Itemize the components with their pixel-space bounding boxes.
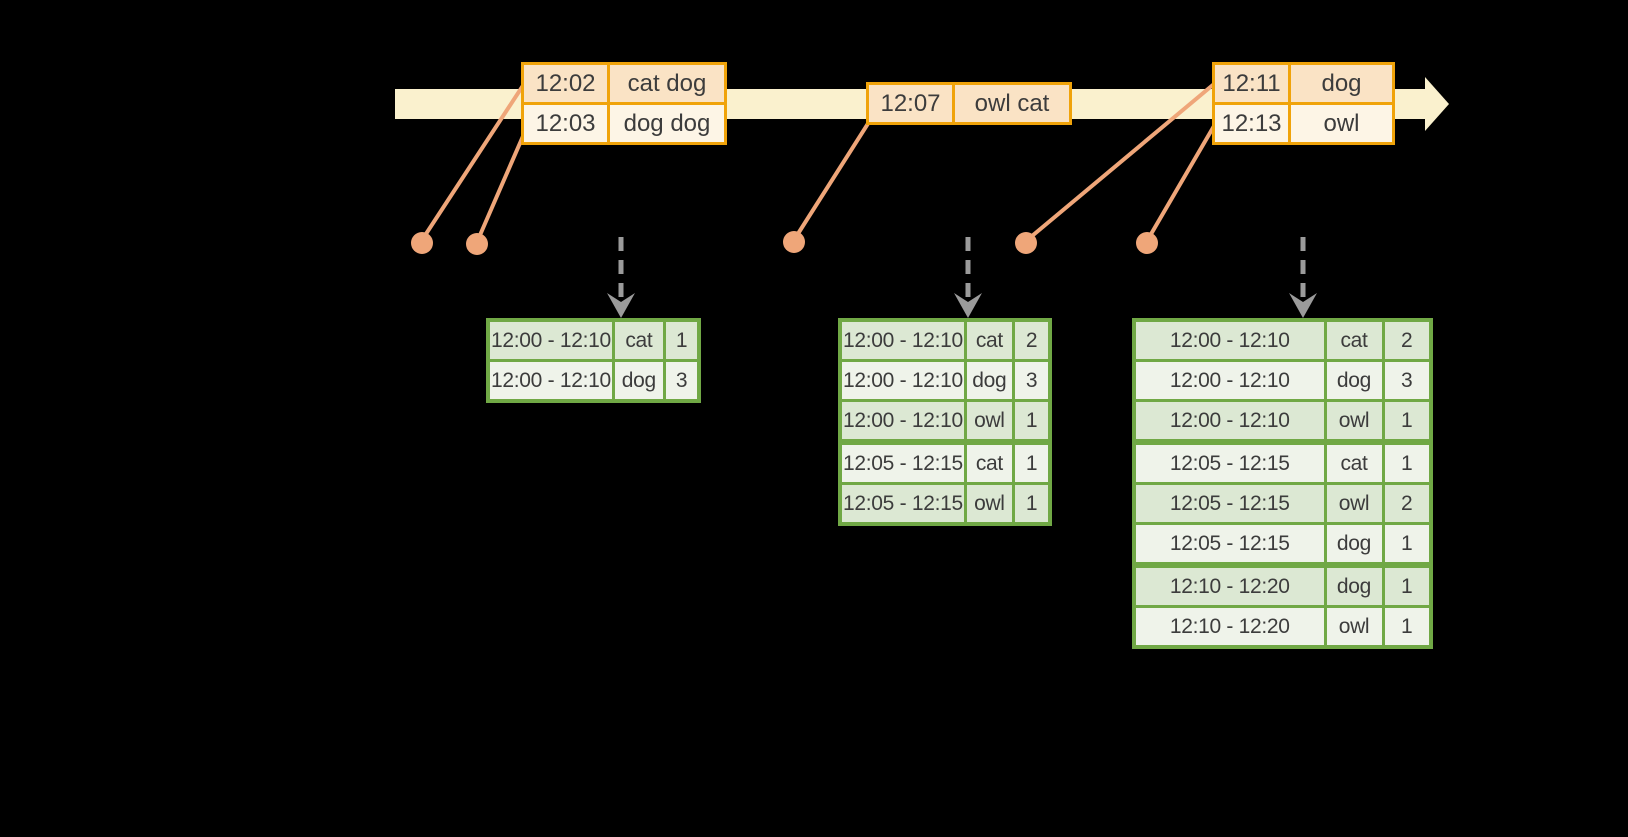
event-connector-line [475,125,529,244]
count-cell: 2 [1381,482,1433,525]
window-cell: 12:00 - 12:10 [838,359,967,402]
window-cell: 12:05 - 12:15 [838,482,967,526]
count-cell: 2 [1011,318,1052,362]
event-dot-icon [1136,232,1158,254]
time-cell: 12:02 [521,62,610,105]
count-cell: 1 [1011,439,1052,485]
window-cell: 12:00 - 12:10 [1132,399,1327,444]
count-cell: 2 [1381,318,1433,362]
words-cell: owl [1288,102,1395,145]
event-dot-icon [411,232,433,254]
event-connector-line [1145,124,1216,243]
trigger-arrowhead-icon [1289,293,1317,318]
words-cell: dog dog [607,102,727,145]
event-connector-line [420,82,526,242]
word-cell: cat [963,439,1015,485]
window-cell: 12:05 - 12:15 [1132,522,1327,567]
words-cell: cat dog [607,62,727,105]
window-cell: 12:10 - 12:20 [1132,605,1327,649]
count-cell: 3 [1011,359,1052,402]
count-cell: 3 [662,359,701,403]
window-cell: 12:00 - 12:10 [486,318,615,362]
count-cell: 1 [1011,482,1052,526]
word-cell: owl [1323,399,1385,444]
window-cell: 12:05 - 12:15 [838,439,967,485]
word-cell: owl [963,399,1015,444]
word-cell: owl [1323,482,1385,525]
trigger-arrowhead-icon [954,293,982,318]
word-cell: cat [963,318,1015,362]
word-cell: cat [611,318,666,362]
timeline-arrowhead-icon [1425,77,1449,131]
word-cell: dog [1323,359,1385,402]
count-cell: 3 [1381,359,1433,402]
word-cell: cat [1323,439,1385,485]
word-cell: owl [963,482,1015,526]
word-cell: owl [1323,605,1385,649]
window-cell: 12:00 - 12:10 [838,318,967,362]
event-dot-icon [783,231,805,253]
trigger-arrowhead-icon [607,293,635,318]
time-cell: 12:03 [521,102,610,145]
word-cell: dog [611,359,666,403]
window-cell: 12:00 - 12:10 [1132,318,1327,362]
word-cell: dog [963,359,1015,402]
window-cell: 12:00 - 12:10 [486,359,615,403]
window-cell: 12:05 - 12:15 [1132,482,1327,525]
count-cell: 1 [1381,605,1433,649]
count-cell: 1 [1381,562,1433,608]
time-cell: 12:11 [1212,62,1291,105]
event-dot-icon [1015,232,1037,254]
word-cell: dog [1323,562,1385,608]
count-cell: 1 [662,318,701,362]
time-cell: 12:13 [1212,102,1291,145]
words-cell: owl cat [952,82,1072,125]
window-cell: 12:00 - 12:10 [838,399,967,444]
words-cell: dog [1288,62,1395,105]
event-dot-icon [466,233,488,255]
word-cell: dog [1323,522,1385,567]
window-cell: 12:05 - 12:15 [1132,439,1327,485]
count-cell: 1 [1381,522,1433,567]
window-cell: 12:00 - 12:10 [1132,359,1327,402]
event-connector-line [1024,82,1216,243]
window-cell: 12:10 - 12:20 [1132,562,1327,608]
time-cell: 12:07 [866,82,955,125]
count-cell: 1 [1011,399,1052,444]
event-connector-line [792,120,871,242]
word-cell: cat [1323,318,1385,362]
count-cell: 1 [1381,399,1433,444]
count-cell: 1 [1381,439,1433,485]
